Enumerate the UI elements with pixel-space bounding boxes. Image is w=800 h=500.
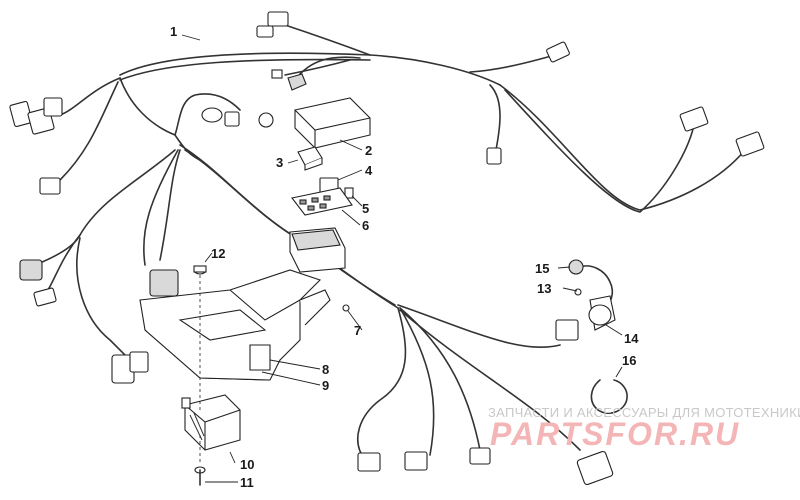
- connector-lower-left-2: [129, 351, 149, 373]
- nut: [193, 265, 207, 275]
- connector-center-1: [201, 107, 223, 123]
- connector-top-3: [271, 69, 283, 79]
- callout-11: 11: [240, 475, 254, 490]
- connector-far-right-1: [679, 106, 709, 132]
- ignition-coil: [568, 259, 616, 331]
- connector-top-1: [267, 11, 289, 27]
- callout-numbers: 1 2 3 4 5 6 7 8 9 10 11 12 13 14 15 16: [170, 24, 639, 490]
- connector-top-2: [256, 25, 274, 38]
- connector-bottom-3: [469, 447, 491, 465]
- screw-small: [342, 304, 350, 312]
- main-harness: [34, 24, 746, 461]
- connector-center-2: [224, 111, 240, 127]
- callout-3: 3: [276, 155, 283, 170]
- watermark-subtitle: ЗАПЧАСТИ И АКСЕССУАРЫ ДЛЯ МОТОТЕХНИКИ: [488, 405, 800, 420]
- connector-left-5: [19, 259, 43, 281]
- connector-drop: [486, 147, 502, 165]
- connector-right-top: [546, 41, 570, 63]
- fuse-panel: [291, 187, 353, 216]
- fuse-block-module: [289, 227, 346, 273]
- connector-bottom-1: [357, 452, 381, 472]
- callout-7: 7: [354, 323, 361, 338]
- connector-top-4: [287, 73, 307, 91]
- clamp-ring: [590, 379, 628, 414]
- mounting-tray: [139, 269, 331, 381]
- watermark-brand: PARTSFOR.RU: [490, 416, 740, 452]
- callout-6: 6: [362, 218, 369, 233]
- callout-1: 1: [170, 24, 177, 39]
- connector-bottom-4: [576, 450, 614, 486]
- connector-bottom-2: [404, 451, 428, 471]
- connector-left-1: [9, 100, 33, 128]
- connector-center-left: [149, 269, 179, 297]
- callout-2: 2: [365, 143, 372, 158]
- connector-right-mid: [555, 319, 579, 341]
- callout-15: 15: [535, 261, 549, 276]
- lamp-socket: [258, 112, 274, 128]
- callout-9: 9: [322, 378, 329, 393]
- callout-16: 16: [622, 353, 636, 368]
- watermark: ЗАПЧАСТИ И АКСЕССУАРЫ ДЛЯ МОТОТЕХНИКИ PA…: [488, 405, 800, 452]
- callout-8: 8: [322, 362, 329, 377]
- screw: [194, 466, 206, 486]
- callout-13: 13: [537, 281, 551, 296]
- connector-left-4: [39, 177, 61, 195]
- callout-10: 10: [240, 457, 254, 472]
- connectors: [9, 11, 765, 486]
- fuse: [344, 187, 354, 199]
- relay-box-cover: [294, 97, 371, 149]
- voltage-regulator: [181, 394, 241, 451]
- callout-5: 5: [362, 201, 369, 216]
- callout-14: 14: [624, 331, 639, 346]
- relay-small: [297, 146, 323, 171]
- callout-leaders: [181, 34, 623, 483]
- connector-far-right-2: [735, 131, 765, 157]
- callout-12: 12: [211, 246, 225, 261]
- callout-4: 4: [365, 163, 373, 178]
- connector-left-6: [33, 287, 57, 307]
- connector-left-3: [43, 97, 63, 117]
